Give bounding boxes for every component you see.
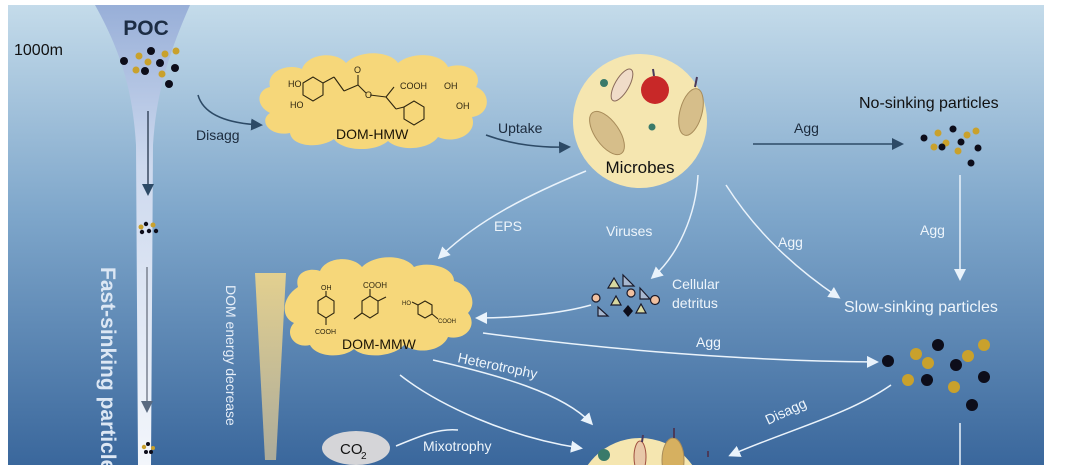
slow-sinking-particles [882, 339, 990, 411]
chem-mmw-cooh-1: COOH [315, 329, 336, 336]
chem-oh-1: OH [444, 81, 458, 91]
dom-energy-wedge [255, 273, 286, 460]
agg-label-diag: Agg [778, 234, 803, 250]
chem-mmw-cooh-2: COOH [363, 281, 387, 290]
agg-label-right: Agg [920, 222, 945, 238]
agg-label-top: Agg [794, 120, 819, 136]
chem-mmw-cooh-3: COOH [438, 319, 456, 325]
chem-o-ester: O [365, 90, 372, 100]
viruses-label: Viruses [606, 223, 652, 239]
uptake-label: Uptake [498, 120, 543, 136]
depth-label: 1000m [14, 42, 63, 59]
poc-particles [120, 47, 180, 88]
disagg-arrow-bottom [728, 384, 892, 457]
chem-mmw-oh: OH [321, 285, 332, 292]
mixotrophy-arrow [399, 374, 583, 453]
eps-arrow [437, 170, 587, 260]
heterotrophy-arrow [432, 359, 594, 426]
ocean-background [8, 5, 1044, 465]
microbes-circle: Microbes [573, 54, 707, 188]
dom-energy-label: DOM energy decrease [223, 285, 239, 426]
chem-ho-2: HO [290, 100, 304, 110]
co2-label: CO [340, 441, 363, 458]
disagg-label-top: Disagg [196, 127, 240, 143]
chem-o-keto: O [354, 65, 361, 75]
disagg-arrow-top [197, 94, 263, 131]
microbes-label: Microbes [606, 158, 675, 177]
ocean-carbon-diagram: POC 1000m Fast-sinking particles DOM ene… [8, 5, 1044, 470]
co2-node: CO 2 [322, 431, 390, 465]
poc-funnel [95, 5, 190, 465]
chem-mmw-ho: HO [402, 301, 411, 307]
detritus-to-mmw-arrow [475, 304, 592, 324]
no-sinking-particles [920, 125, 982, 167]
dom-mmw-label: DOM-MMW [342, 336, 417, 352]
poc-label: POC [123, 17, 169, 40]
dom-hmw-cloud: HO HO O O COOH OH OH DOM-HMW [259, 53, 487, 150]
chem-oh-2: OH [456, 101, 470, 111]
co2-to-mixotrophy-line [395, 428, 459, 447]
fast-sinking-label: Fast-sinking particles [96, 267, 119, 465]
mid-column-particles [138, 221, 159, 235]
agg-label-mid: Agg [696, 334, 721, 350]
cellular-detritus-label-1: Cellular [672, 276, 720, 292]
bottom-column-particles [141, 442, 155, 454]
chem-ho-1: HO [288, 79, 302, 89]
slow-sinking-label: Slow-sinking particles [844, 299, 998, 316]
chem-cooh: COOH [400, 81, 427, 91]
co2-subscript: 2 [361, 451, 367, 462]
dom-hmw-label: DOM-HMW [336, 126, 409, 142]
agg-arrow-diag [725, 184, 841, 299]
uptake-arrow [485, 134, 571, 154]
no-sinking-label: No-sinking particles [859, 95, 999, 112]
dom-mmw-cloud: OH COOH COOH HO COOH DOM-MMW [284, 257, 473, 356]
viruses-arrow [650, 174, 699, 279]
cellular-detritus-label-2: detritus [672, 295, 718, 311]
eps-label: EPS [494, 218, 522, 234]
mixotrophy-label: Mixotrophy [423, 438, 491, 454]
cellular-detritus-shapes [591, 273, 661, 317]
agg-arrow-mid [482, 332, 879, 368]
